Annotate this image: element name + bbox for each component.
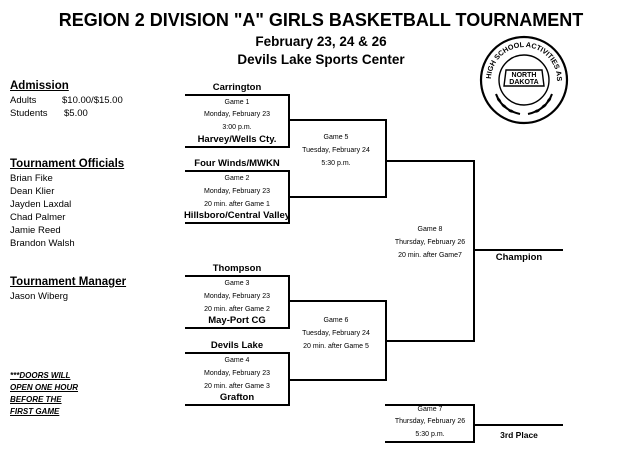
doors-note-line: ***DOORS WILL <box>10 371 71 380</box>
game2-date: Monday, February 23 <box>203 188 270 195</box>
third-place-label: 3rd Place <box>500 430 538 440</box>
admission-price-students: $5.00 <box>64 108 88 119</box>
game1-top-team: Carrington <box>212 82 262 93</box>
game6-date: Tuesday, February 24 <box>302 330 370 337</box>
game2-top-team: Four Winds/MWKN <box>194 158 280 169</box>
official-name: Dean Klier <box>10 186 55 197</box>
nd-state-outline-icon <box>503 69 545 87</box>
seal-state-line2: DAKOTA <box>509 79 538 86</box>
official-name: Jamie Reed <box>10 225 61 236</box>
game3-top-team: Thompson <box>212 263 262 274</box>
officials-heading: Tournament Officials <box>10 158 125 170</box>
doors-note-line: FIRST GAME <box>10 407 60 416</box>
manager-heading: Tournament Manager <box>10 276 127 288</box>
manager-name: Jason Wiberg <box>10 291 69 302</box>
game4-top-team: Devils Lake <box>210 340 264 351</box>
game8-date: Thursday, February 26 <box>394 239 466 246</box>
seal-state-line1: NORTH <box>512 72 537 79</box>
game7-label: Game 7 <box>417 406 443 413</box>
game5-time: 5:30 p.m. <box>321 160 351 167</box>
page-title: REGION 2 DIVISION "A" GIRLS BASKETBALL T… <box>58 10 584 30</box>
game2-label: Game 2 <box>224 175 250 182</box>
game2-time: 20 min. after Game 1 <box>204 201 270 208</box>
admission-heading: Admission <box>10 80 69 92</box>
game3-bottom-team: May-Port CG <box>208 315 266 326</box>
game5-date: Tuesday, February 24 <box>302 147 370 154</box>
official-name: Chad Palmer <box>10 212 66 223</box>
game6-time: 20 min. after Game 5 <box>303 343 369 350</box>
doors-note-line: OPEN ONE HOUR <box>10 383 79 392</box>
game1-label: Game 1 <box>224 99 250 106</box>
admission-price-adults: $10.00/$15.00 <box>62 95 123 106</box>
tournament-dates: February 23, 24 & 26 <box>255 34 387 49</box>
admission-label-adults: Adults <box>10 95 37 106</box>
official-name: Brian Fike <box>10 173 53 184</box>
game4-time: 20 min. after Game 3 <box>204 383 270 390</box>
official-name: Brandon Walsh <box>10 238 75 249</box>
game2-bottom-team: Hillsboro/Central Valley <box>183 210 291 221</box>
game4-label: Game 4 <box>224 357 250 364</box>
game7-time: 5:30 p.m. <box>415 431 445 438</box>
game4-bottom-team: Grafton <box>219 392 255 403</box>
game1-time: 3:00 p.m. <box>222 124 252 131</box>
game8-label: Game 8 <box>417 226 443 233</box>
game3-label: Game 3 <box>224 280 250 287</box>
admission-label-students: Students <box>10 108 48 119</box>
game5-label: Game 5 <box>323 134 349 141</box>
game3-date: Monday, February 23 <box>203 293 270 300</box>
game7-date: Thursday, February 26 <box>394 418 466 425</box>
game6-label: Game 6 <box>323 317 349 324</box>
official-name: Jayden Laxdal <box>10 199 72 210</box>
champion-label: Champion <box>495 252 543 263</box>
game4-date: Monday, February 23 <box>203 370 270 377</box>
game1-bottom-team: Harvey/Wells Cty. <box>197 134 277 145</box>
game8-time: 20 min. after Game7 <box>398 252 462 259</box>
nd-hsaa-seal: HIGH SCHOOL ACTIVITIES ASSOCIATION NORTH… <box>478 34 569 125</box>
game1-date: Monday, February 23 <box>203 111 270 118</box>
tournament-venue: Devils Lake Sports Center <box>237 52 405 67</box>
doors-note-line: BEFORE THE <box>10 395 62 404</box>
game3-time: 20 min. after Game 2 <box>204 306 270 313</box>
